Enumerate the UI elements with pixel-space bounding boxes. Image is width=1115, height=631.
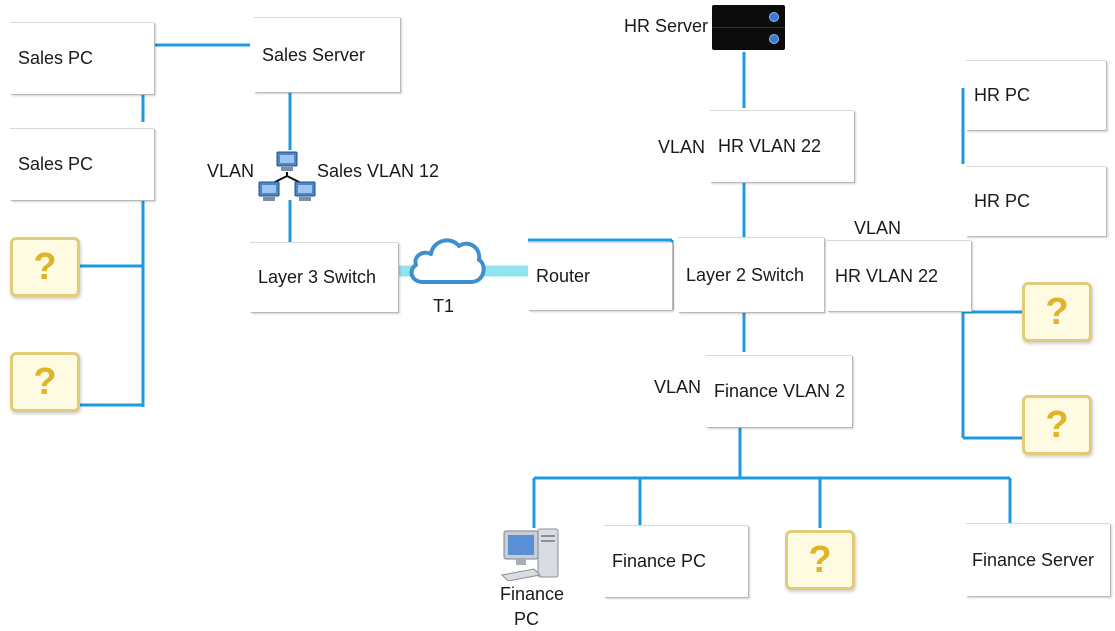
hr-vlan-label: HR VLAN 22 bbox=[835, 265, 939, 286]
server-divider bbox=[712, 27, 785, 28]
layer3-switch-node[interactable]: Layer 3 Switch bbox=[250, 242, 398, 312]
sales-pc-node[interactable]: Sales PC bbox=[10, 22, 154, 94]
sales-vlan-label: Sales VLAN 12 bbox=[317, 161, 440, 181]
layer2-switch-label: Layer 2 Switch bbox=[686, 264, 805, 285]
layer2-switch-node[interactable]: Layer 2 Switch bbox=[678, 237, 824, 312]
finance-pc-icon-label: Finance bbox=[500, 584, 565, 604]
hr-vlan-prefix-label: VLAN bbox=[854, 218, 902, 238]
sales-pc-label: Sales PC bbox=[18, 154, 94, 174]
finance-pc-label: Finance PC bbox=[612, 551, 707, 571]
hr-pc-node[interactable]: HR PC bbox=[966, 166, 1106, 236]
hr-pc-label: HR PC bbox=[974, 191, 1031, 211]
question-mark: ? bbox=[1045, 403, 1069, 446]
finance-pc-node[interactable]: Finance PC bbox=[604, 525, 748, 597]
sales-server-node[interactable]: Sales Server bbox=[254, 17, 400, 92]
desktop-pc-icon[interactable] bbox=[500, 525, 562, 581]
network-icon bbox=[258, 151, 316, 201]
hr-vlan-node[interactable]: HR VLAN 22 bbox=[710, 110, 854, 182]
finance-vlan-node[interactable]: Finance VLAN 2 bbox=[706, 355, 852, 427]
router-node[interactable]: Router bbox=[528, 242, 672, 310]
hr-pc-node[interactable]: HR PC bbox=[966, 60, 1106, 130]
sales-vlan-prefix-label: VLAN bbox=[207, 161, 255, 181]
finance-server-node[interactable]: Finance Server bbox=[966, 523, 1110, 596]
sales-server-label: Sales Server bbox=[262, 44, 366, 65]
question-mark: ? bbox=[808, 538, 832, 581]
unknown-device-hr-1[interactable]: ? bbox=[1022, 282, 1092, 342]
unknown-device-sales-1[interactable]: ? bbox=[10, 237, 80, 297]
sales-pc-label: Sales PC bbox=[18, 48, 94, 68]
router-label: Router bbox=[536, 266, 591, 286]
hr-vlan-prefix-label: VLAN bbox=[658, 137, 706, 157]
hr-server-label: HR Server bbox=[624, 16, 709, 36]
hr-pc-label: HR PC bbox=[974, 85, 1031, 105]
server-led bbox=[769, 34, 779, 44]
unknown-device-sales-2[interactable]: ? bbox=[10, 352, 80, 412]
finance-vlan-label: Finance VLAN 2 bbox=[714, 381, 846, 401]
question-mark: ? bbox=[33, 245, 57, 288]
hr-server-icon[interactable] bbox=[712, 5, 785, 50]
finance-pc-icon-label: PC bbox=[514, 609, 540, 629]
server-led bbox=[769, 12, 779, 22]
unknown-device-hr-2[interactable]: ? bbox=[1022, 395, 1092, 455]
question-mark: ? bbox=[33, 360, 57, 403]
hr-vlan-label: HR VLAN 22 bbox=[718, 136, 822, 156]
unknown-device-finance[interactable]: ? bbox=[785, 530, 855, 590]
t1-label: T1 bbox=[433, 296, 455, 316]
cloud-icon bbox=[409, 238, 486, 284]
finance-vlan-prefix-label: VLAN bbox=[654, 377, 702, 397]
finance-server-label: Finance Server bbox=[972, 549, 1095, 570]
question-mark: ? bbox=[1045, 290, 1069, 333]
hr-vlan-node[interactable]: HR VLAN 22 bbox=[827, 240, 971, 311]
layer3-switch-label: Layer 3 Switch bbox=[258, 267, 377, 287]
sales-pc-node[interactable]: Sales PC bbox=[10, 128, 154, 200]
